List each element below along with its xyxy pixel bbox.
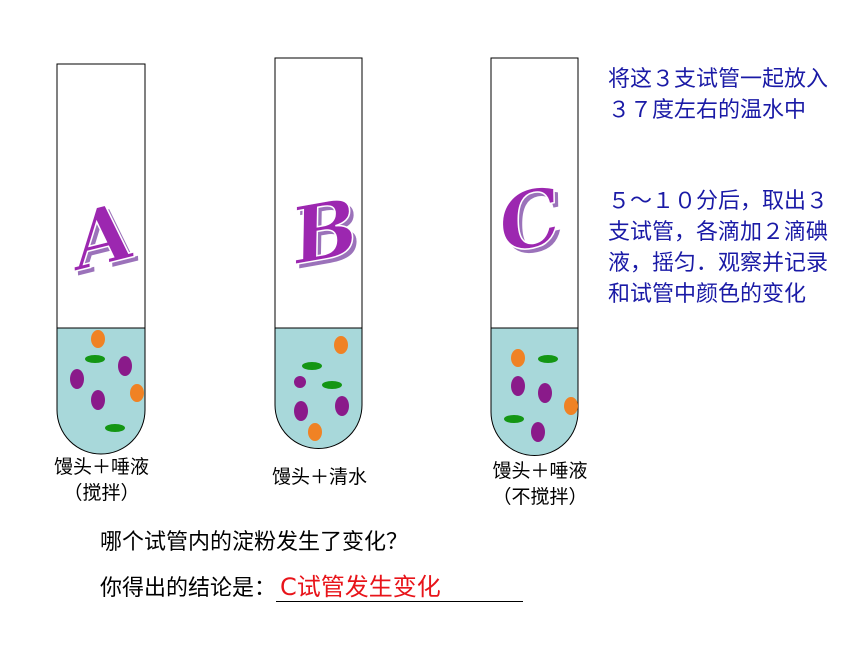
purple-particle <box>335 396 349 416</box>
tube-a: A A <box>55 63 147 455</box>
green-particle <box>504 415 524 423</box>
purple-particle <box>294 401 308 421</box>
tube-b-outline <box>274 57 363 449</box>
green-particle <box>105 424 125 432</box>
tube-a-letter: A <box>56 185 144 290</box>
tube-a-caption: 馒头＋唾液 （搅拌） <box>44 454 159 506</box>
purple-particle <box>294 376 306 388</box>
green-particle <box>538 355 558 363</box>
purple-particle <box>538 383 552 403</box>
tube-b-caption-line1: 馒头＋清水 <box>271 466 367 488</box>
tube-c-caption: 馒头＋唾液 （不搅拌） <box>475 458 605 510</box>
orange-particle <box>308 423 322 441</box>
tube-c: C C <box>489 57 579 456</box>
tube-a-caption-line1: 馒头＋唾液 <box>53 456 149 478</box>
orange-particle <box>334 336 348 354</box>
purple-particle <box>531 422 545 442</box>
purple-particle <box>511 376 525 396</box>
tube-b: B B <box>274 57 369 449</box>
orange-particle <box>91 330 105 348</box>
green-particle <box>302 362 322 370</box>
question-text: 哪个试管内的淀粉发生了变化？ <box>100 530 409 555</box>
orange-particle <box>130 384 144 402</box>
green-particle <box>322 381 342 389</box>
conclusion-answer: C试管发生变化 <box>276 573 524 602</box>
tube-c-outline <box>490 57 579 456</box>
tube-c-letter: C <box>490 170 570 272</box>
tube-c-caption-line1: 馒头＋唾液 <box>492 460 588 482</box>
tube-a-outline <box>56 63 146 455</box>
conclusion-label: 你得出的结论是： <box>100 576 277 601</box>
instruction-step-1: 将这３支试管一起放入３７度左右的温水中 <box>608 67 829 123</box>
instruction-step-2: ５～１０分后，取出３支试管，各滴加２滴碘液，摇匀．观察并记录和试管中颜色的变化 <box>608 189 829 307</box>
orange-particle <box>511 349 525 367</box>
orange-particle <box>564 397 578 415</box>
purple-particle <box>91 390 105 410</box>
purple-particle <box>70 369 84 389</box>
tube-a-caption-line2: （搅拌） <box>63 482 140 504</box>
purple-particle <box>118 356 132 376</box>
conclusion-line: 你得出的结论是：C试管发生变化 <box>100 570 524 602</box>
green-particle <box>85 355 105 363</box>
tube-c-caption-line2: （不搅拌） <box>492 486 588 508</box>
tube-b-caption: 馒头＋清水 <box>262 464 377 490</box>
